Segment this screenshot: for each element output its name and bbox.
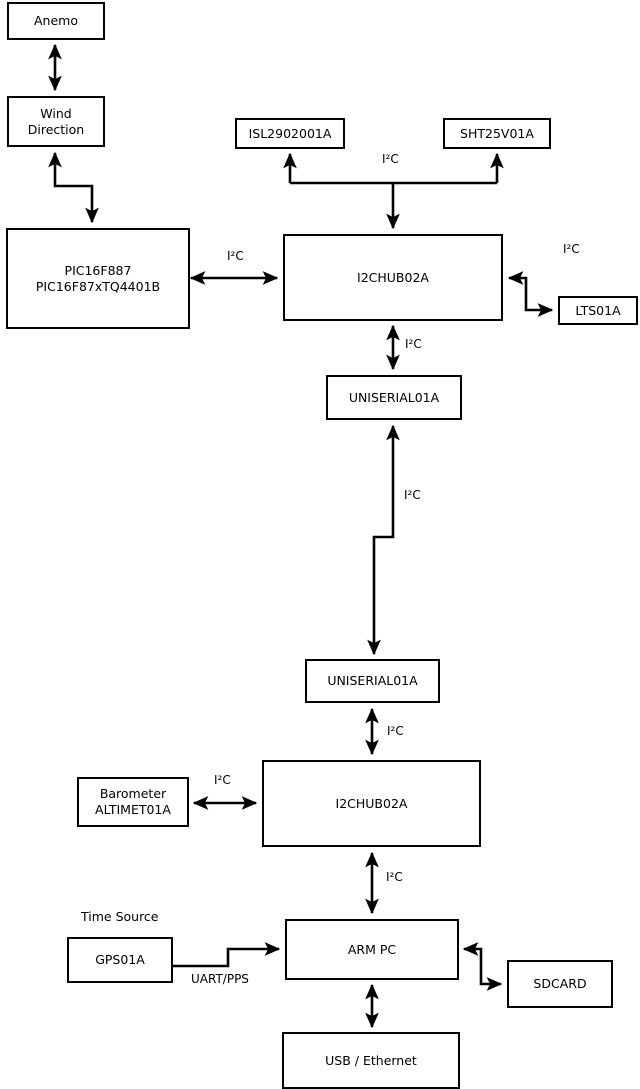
node-pic-microcontroller[interactable]: PIC16F887 PIC16F87xTQ4401B: [6, 228, 190, 329]
edge-label-i2c-barometer: I²C: [213, 773, 232, 787]
edge-label-i2c-uniserial-link: I²C: [403, 488, 422, 502]
edge-label-i2c-pic-hub: I²C: [226, 249, 245, 263]
node-wind-direction[interactable]: Wind Direction: [7, 96, 105, 147]
node-sht25v01a[interactable]: SHT25V01A: [443, 118, 551, 149]
node-arm-pc[interactable]: ARM PC: [285, 919, 459, 980]
wire-armpc-sdcard: [462, 942, 503, 991]
label-time-source: Time Source: [81, 909, 159, 924]
node-uniserial01a-bottom[interactable]: UNISERIAL01A: [305, 659, 440, 703]
edge-label-i2c-sensor-bus: I²C: [381, 152, 400, 166]
wire-winddirection-pic: [48, 151, 99, 224]
edge-label-uart-pps: UART/PPS: [190, 972, 250, 986]
node-i2chub02a-bottom[interactable]: I2CHUB02A: [262, 760, 481, 847]
wire-hubtop-lts: [507, 271, 554, 317]
edge-label-i2c-hub-armpc: I²C: [385, 870, 404, 884]
node-i2chub02a-top[interactable]: I2CHUB02A: [283, 234, 503, 321]
node-lts01a[interactable]: LTS01A: [558, 296, 638, 325]
node-barometer-altimet01a[interactable]: Barometer ALTIMET01A: [77, 777, 189, 827]
edge-label-i2c-hub-uniserial: I²C: [404, 337, 423, 351]
wire-uniserialtop-uniserialbottom: [367, 424, 400, 656]
edge-label-i2c-uniserial-hub: I²C: [386, 724, 405, 738]
node-gps01a[interactable]: GPS01A: [67, 937, 173, 983]
node-sdcard[interactable]: SDCARD: [507, 960, 613, 1008]
node-usb-ethernet[interactable]: USB / Ethernet: [282, 1032, 460, 1089]
node-anemo[interactable]: Anemo: [7, 2, 105, 40]
edge-label-i2c-hub-lts: I²C: [562, 242, 581, 256]
node-isl2902001a[interactable]: ISL2902001A: [235, 118, 345, 149]
node-uniserial01a-top[interactable]: UNISERIAL01A: [326, 375, 462, 420]
wire-gps-armpc: [172, 942, 281, 968]
